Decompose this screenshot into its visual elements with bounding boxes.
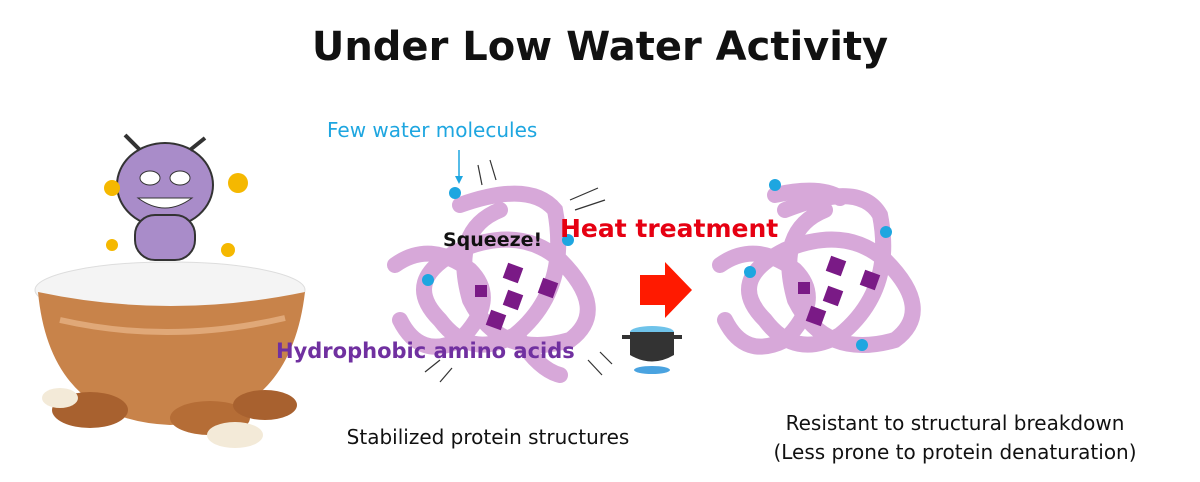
resistant-caption-line1: Resistant to structural breakdown [786,411,1125,435]
squeeze-lines [424,159,613,383]
rice-bowl-illustration [34,261,306,448]
protein-structure-after-heat [712,182,921,355]
protein-structure-stabilized [387,185,596,383]
resistant-caption-line2: (Less prone to protein denaturation) [773,440,1136,464]
hydrophobic-label: Hydrophobic amino acids [276,339,575,363]
arrow-right-icon [640,262,692,318]
water-molecules-right [744,179,892,351]
water-molecules-left [422,187,574,286]
microbe-character-illustration [104,133,248,261]
few-water-label: Few water molecules [327,118,537,142]
squeeze-label: Squeeze! [443,229,542,251]
stabilized-caption: Stabilized protein structures [347,425,630,449]
hydrophobic-amino-acids-left [475,262,559,331]
heat-treatment-label: Heat treatment [560,214,778,243]
page-title: Under Low Water Activity [312,24,888,70]
hydrophobic-amino-acids-right [798,255,881,327]
cooking-pot-icon [622,326,682,374]
